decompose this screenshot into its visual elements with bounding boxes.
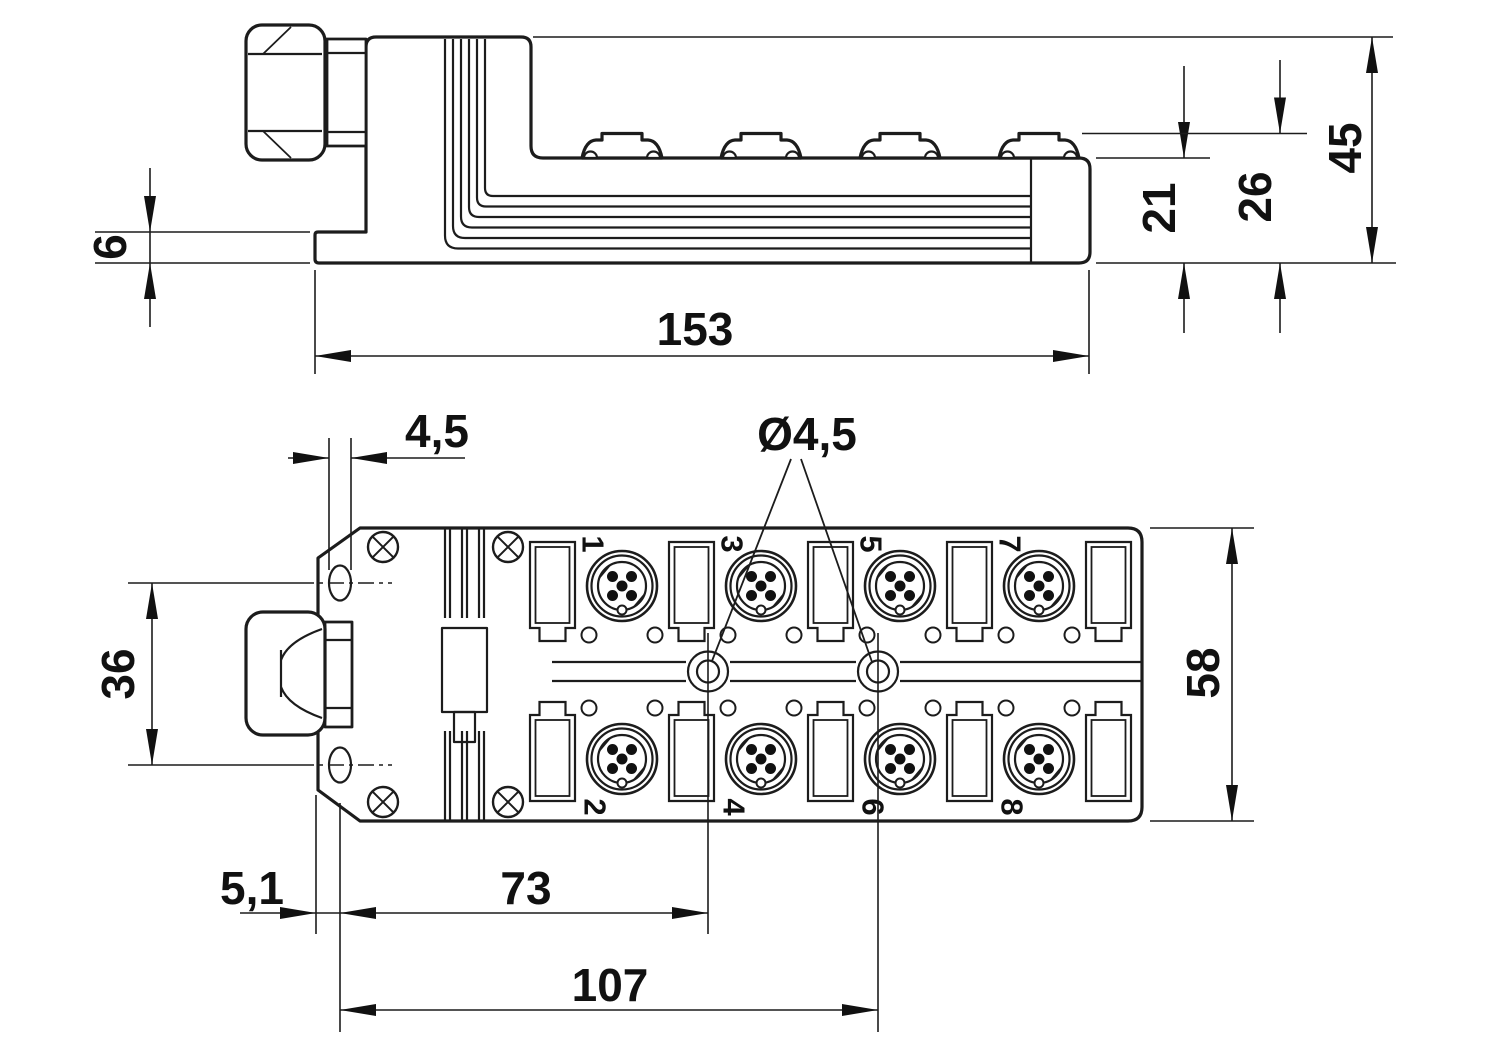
rib-lines — [443, 528, 486, 821]
key-slot — [528, 700, 577, 803]
dimension-overall-height: 45 — [1096, 37, 1396, 264]
screw-top-left-1 — [366, 530, 400, 564]
key-slot — [806, 540, 855, 643]
connector-port-3 — [724, 549, 798, 623]
connector-port-6 — [863, 722, 937, 796]
dim-36-label: 36 — [92, 648, 144, 699]
connector-port-7 — [1002, 549, 1076, 623]
central-channel — [552, 660, 1142, 683]
plan-view: 1 3 5 7 2 4 6 8 — [92, 405, 1254, 1032]
port-label-4: 4 — [717, 798, 752, 816]
gland-collar-plan — [323, 620, 354, 729]
centerlines — [128, 582, 392, 766]
key-slot — [528, 540, 577, 643]
dimension-overall-length: 153 — [314, 270, 1090, 374]
housing-outline-side — [313, 35, 1092, 265]
dim-45slot-label: 4,5 — [405, 405, 469, 457]
gland-collar-side — [325, 37, 368, 148]
key-slot — [945, 540, 994, 643]
dimension-slot-width: 4,5 — [288, 405, 469, 570]
dim-51-label: 5,1 — [220, 862, 284, 914]
key-slot — [1084, 540, 1133, 643]
housing-outline-plan — [316, 526, 1144, 823]
connector-bump-4 — [997, 131, 1081, 160]
dimension-flange-thickness: 6 — [84, 168, 310, 327]
dimension-flange-offset-and-hole1: 5,1 73 — [220, 633, 709, 1032]
cable-gland-side — [244, 23, 368, 162]
port-label-3: 3 — [715, 535, 750, 552]
dim-73-label: 73 — [500, 862, 551, 914]
port-label-1: 1 — [576, 535, 611, 552]
port-label-6: 6 — [856, 798, 891, 815]
dim-dia-label: Ø4,5 — [757, 408, 857, 460]
connector-bump-3 — [858, 131, 942, 160]
dimension-connector-height: 26 — [1082, 60, 1307, 333]
key-slot — [945, 700, 994, 803]
dimension-overall-width: 58 — [1150, 527, 1254, 822]
dimension-hole2-offset: 107 — [340, 633, 879, 1032]
dimension-slot-spacing: 36 — [92, 583, 158, 765]
gland-nut-plan — [244, 610, 327, 737]
connector-port-4 — [724, 722, 798, 796]
side-view: 6 153 21 26 — [84, 23, 1396, 374]
dimension-deck-height: 21 — [1096, 66, 1210, 333]
connector-bump-2 — [719, 131, 803, 160]
dim-21-label: 21 — [1133, 182, 1185, 233]
conductor-layers — [443, 39, 1033, 263]
cable-gland-plan — [244, 610, 354, 737]
connector-port-2 — [585, 722, 659, 796]
key-slot — [806, 700, 855, 803]
screw-bottom-left-2 — [491, 785, 525, 819]
port-label-5: 5 — [854, 535, 889, 552]
dim-26-label: 26 — [1229, 171, 1281, 222]
gland-nut-side — [244, 23, 327, 162]
connector-port-1 — [585, 549, 659, 623]
port-label-2: 2 — [578, 798, 613, 815]
screw-bottom-left-1 — [366, 785, 400, 819]
dim-153-label: 153 — [657, 303, 734, 355]
key-slot — [667, 540, 716, 643]
connector-port-8 — [1002, 722, 1076, 796]
port-label-7: 7 — [993, 535, 1028, 552]
port-label-8: 8 — [995, 798, 1030, 815]
dimension-hole-diameter: Ø4,5 — [711, 408, 873, 663]
dim-6-label: 6 — [84, 234, 136, 260]
screw-top-left-2 — [491, 530, 525, 564]
dim-107-label: 107 — [572, 959, 649, 1011]
connector-bump-1 — [580, 131, 664, 160]
dim-58-label: 58 — [1177, 647, 1229, 698]
label-recess — [440, 626, 489, 744]
dim-45-label: 45 — [1319, 122, 1371, 173]
connector-port-5 — [863, 549, 937, 623]
key-slot — [1084, 700, 1133, 803]
